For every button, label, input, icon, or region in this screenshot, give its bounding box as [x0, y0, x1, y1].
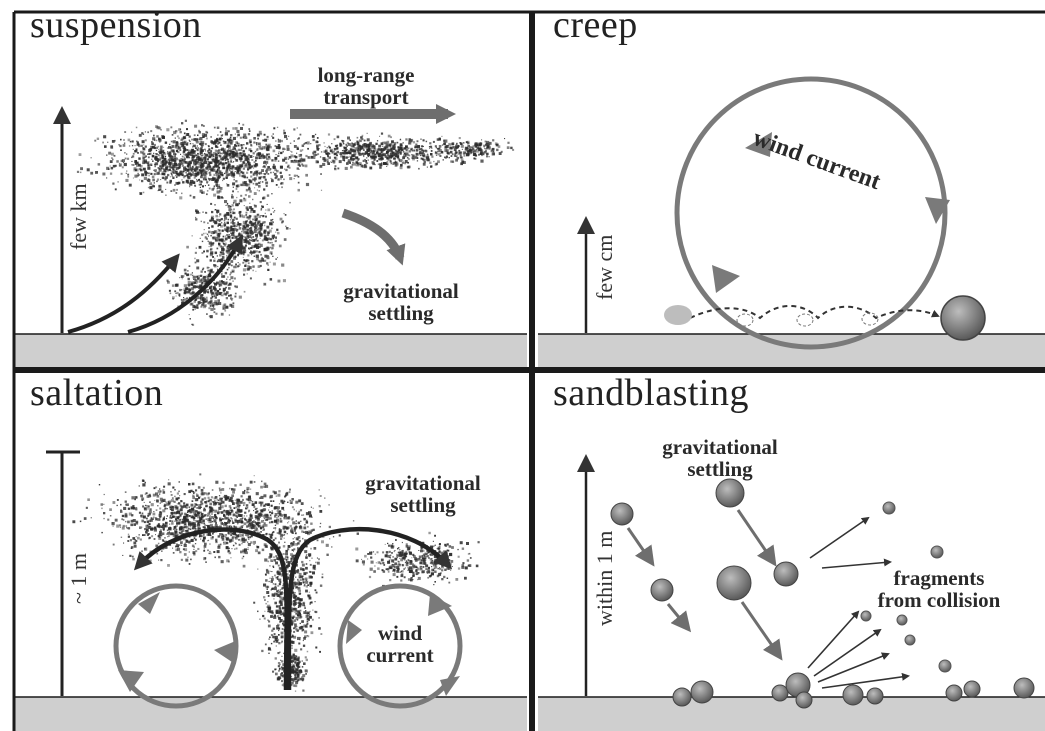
transport-label-line1: long-range [272, 64, 460, 86]
settling-label-line1: gravitational [318, 472, 528, 494]
settling-label-line2: settling [318, 494, 528, 516]
ghost-grain [664, 305, 692, 325]
settling-label-sandblasting: gravitational settling [612, 436, 828, 480]
settling-label-line1: gravitational [296, 280, 506, 302]
transport-label-line2: transport [272, 86, 460, 108]
settling-label-line2: settling [612, 458, 828, 480]
wind-current-label-saltation: wind current [340, 622, 460, 666]
settling-label-suspension: gravitational settling [296, 280, 506, 324]
height-label-sandblasting: within 1 m [592, 531, 618, 626]
ground-saltation [14, 697, 527, 731]
transport-label: long-range transport [272, 64, 460, 108]
height-label-saltation: ~ 1 m [66, 553, 92, 604]
ground-suspension [14, 334, 527, 368]
settling-label-saltation: gravitational settling [318, 472, 528, 516]
panel-title-saltation: saltation [30, 374, 163, 412]
panel-title-creep: creep [553, 6, 638, 44]
creeping-grain [941, 296, 985, 340]
settling-label-line2: settling [296, 302, 506, 324]
fragments-label: fragments from collision [836, 567, 1042, 611]
ground-sandblasting [538, 697, 1045, 731]
panel-title-suspension: suspension [30, 6, 202, 44]
wind-label-line1: wind [340, 622, 460, 644]
height-label-creep: few cm [592, 235, 618, 300]
panel-title-sandblasting: sandblasting [553, 374, 749, 412]
fragments-label-line1: fragments [836, 567, 1042, 589]
height-label-suspension: few km [66, 183, 92, 250]
settling-label-line1: gravitational [612, 436, 828, 458]
wind-label-line2: current [340, 644, 460, 666]
fragments-label-line2: from collision [836, 589, 1042, 611]
